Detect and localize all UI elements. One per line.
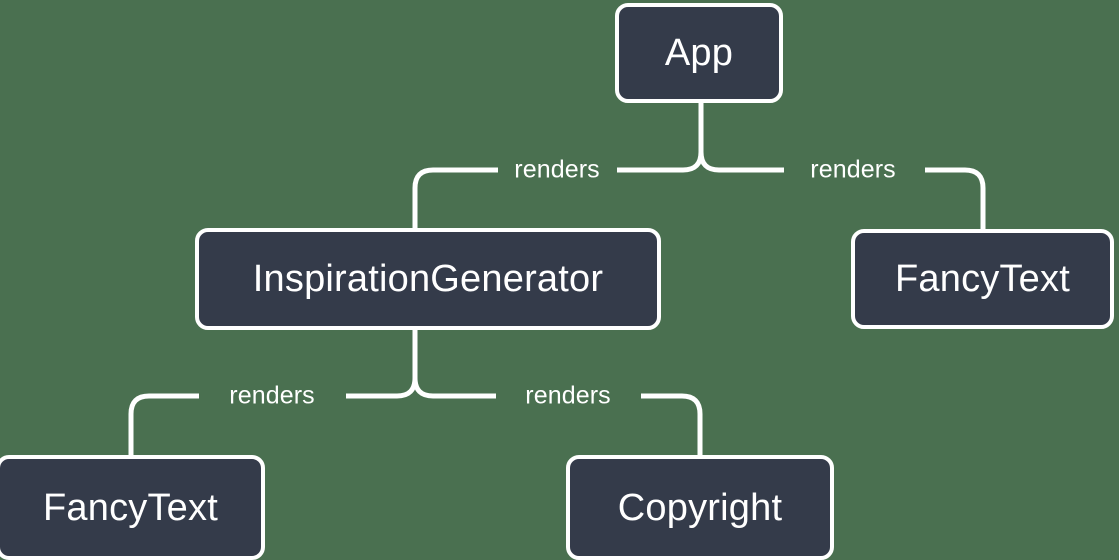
node-app[interactable]: App	[615, 3, 783, 103]
node-fancytext-right-label: FancyText	[895, 258, 1070, 300]
edge-label-inspiration-generator-to-copyright: renders	[525, 381, 611, 410]
edge-label-app-to-inspiration-generator: renders	[514, 155, 600, 184]
edge-app-to-fancytext-right	[698, 151, 986, 229]
node-copyright-label: Copyright	[617, 486, 783, 529]
node-inspiration-generator-label: InspirationGenerator	[252, 258, 604, 300]
node-fancytext-left-label: FancyText	[43, 486, 218, 529]
edge-label-inspiration-generator-to-fancytext-left: renders	[229, 381, 315, 410]
node-fancytext-left[interactable]: FancyText	[0, 455, 265, 560]
node-inspiration-generator[interactable]: InspirationGenerator	[195, 228, 661, 330]
node-app-label: App	[664, 32, 734, 74]
edge-inspiration-to-copyright	[412, 377, 703, 455]
edge-label-app-to-fancytext-right: renders	[810, 155, 896, 184]
node-copyright[interactable]: Copyright	[566, 455, 834, 560]
node-fancytext-right[interactable]: FancyText	[851, 229, 1114, 329]
